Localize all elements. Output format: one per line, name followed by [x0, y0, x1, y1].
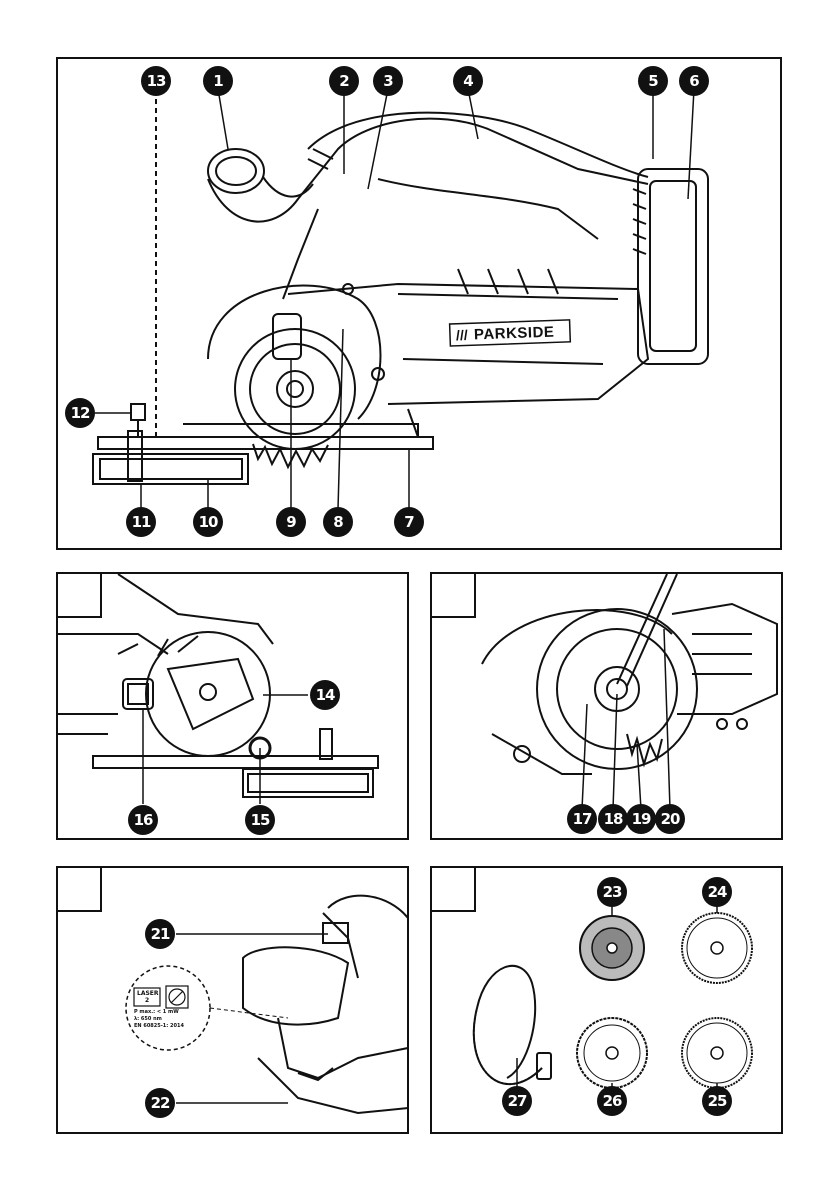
callout-22: 22 [145, 1088, 175, 1118]
laser-power: P max.: < 1 mW [134, 1009, 179, 1015]
callout-23: 23 [597, 877, 627, 907]
callout-18: 18 [598, 804, 628, 834]
laser-class-label: LASER [137, 990, 159, 997]
callout-14: 14 [310, 680, 340, 710]
callout-8: 8 [323, 507, 353, 537]
laser-detail-drawing [58, 868, 409, 1134]
brand-logo: PARKSIDE [474, 324, 555, 344]
saw-side-detail-drawing [58, 574, 409, 840]
callout-11: 11 [126, 507, 156, 537]
callout-16: 16 [128, 805, 158, 835]
callout-24: 24 [702, 877, 732, 907]
panel-b: 17 18 19 20 [430, 572, 783, 840]
callout-21: 21 [145, 919, 175, 949]
callout-19: 19 [626, 804, 656, 834]
callout-1: 1 [203, 66, 233, 96]
callout-20: 20 [655, 804, 685, 834]
callout-15: 15 [245, 805, 275, 835]
callout-13: 13 [141, 66, 171, 96]
callout-2: 2 [329, 66, 359, 96]
callout-6: 6 [679, 66, 709, 96]
callout-25: 25 [702, 1086, 732, 1116]
callout-27: 27 [502, 1086, 532, 1116]
panel-c: LASER 2 P max.: < 1 mW λ: 650 nm EN 6082… [56, 866, 409, 1134]
laser-wavelength: λ: 650 nm [134, 1016, 162, 1022]
logo-stripes: /// [456, 327, 468, 343]
blade-change-drawing [432, 574, 783, 840]
panel-a: 14 16 15 [56, 572, 409, 840]
callout-7: 7 [394, 507, 424, 537]
panel-b-corner-box [432, 574, 476, 618]
callout-10: 10 [193, 507, 223, 537]
circular-saw-drawing [58, 59, 782, 550]
panel-c-corner-box [58, 868, 102, 912]
callout-9: 9 [276, 507, 306, 537]
main-overview-panel: PARKSIDE /// 13 1 2 3 4 5 6 12 11 10 9 8… [56, 57, 782, 550]
laser-standard: EN 60825-1: 2014 [134, 1023, 184, 1029]
laser-class-number: 2 [145, 997, 149, 1004]
callout-3: 3 [373, 66, 403, 96]
callout-17: 17 [567, 804, 597, 834]
callout-26: 26 [597, 1086, 627, 1116]
panel-d-corner-box [432, 868, 476, 912]
callout-12: 12 [65, 398, 95, 428]
callout-4: 4 [453, 66, 483, 96]
panel-a-corner-box [58, 574, 102, 618]
callout-5: 5 [638, 66, 668, 96]
panel-d: 23 24 27 26 25 [430, 866, 783, 1134]
